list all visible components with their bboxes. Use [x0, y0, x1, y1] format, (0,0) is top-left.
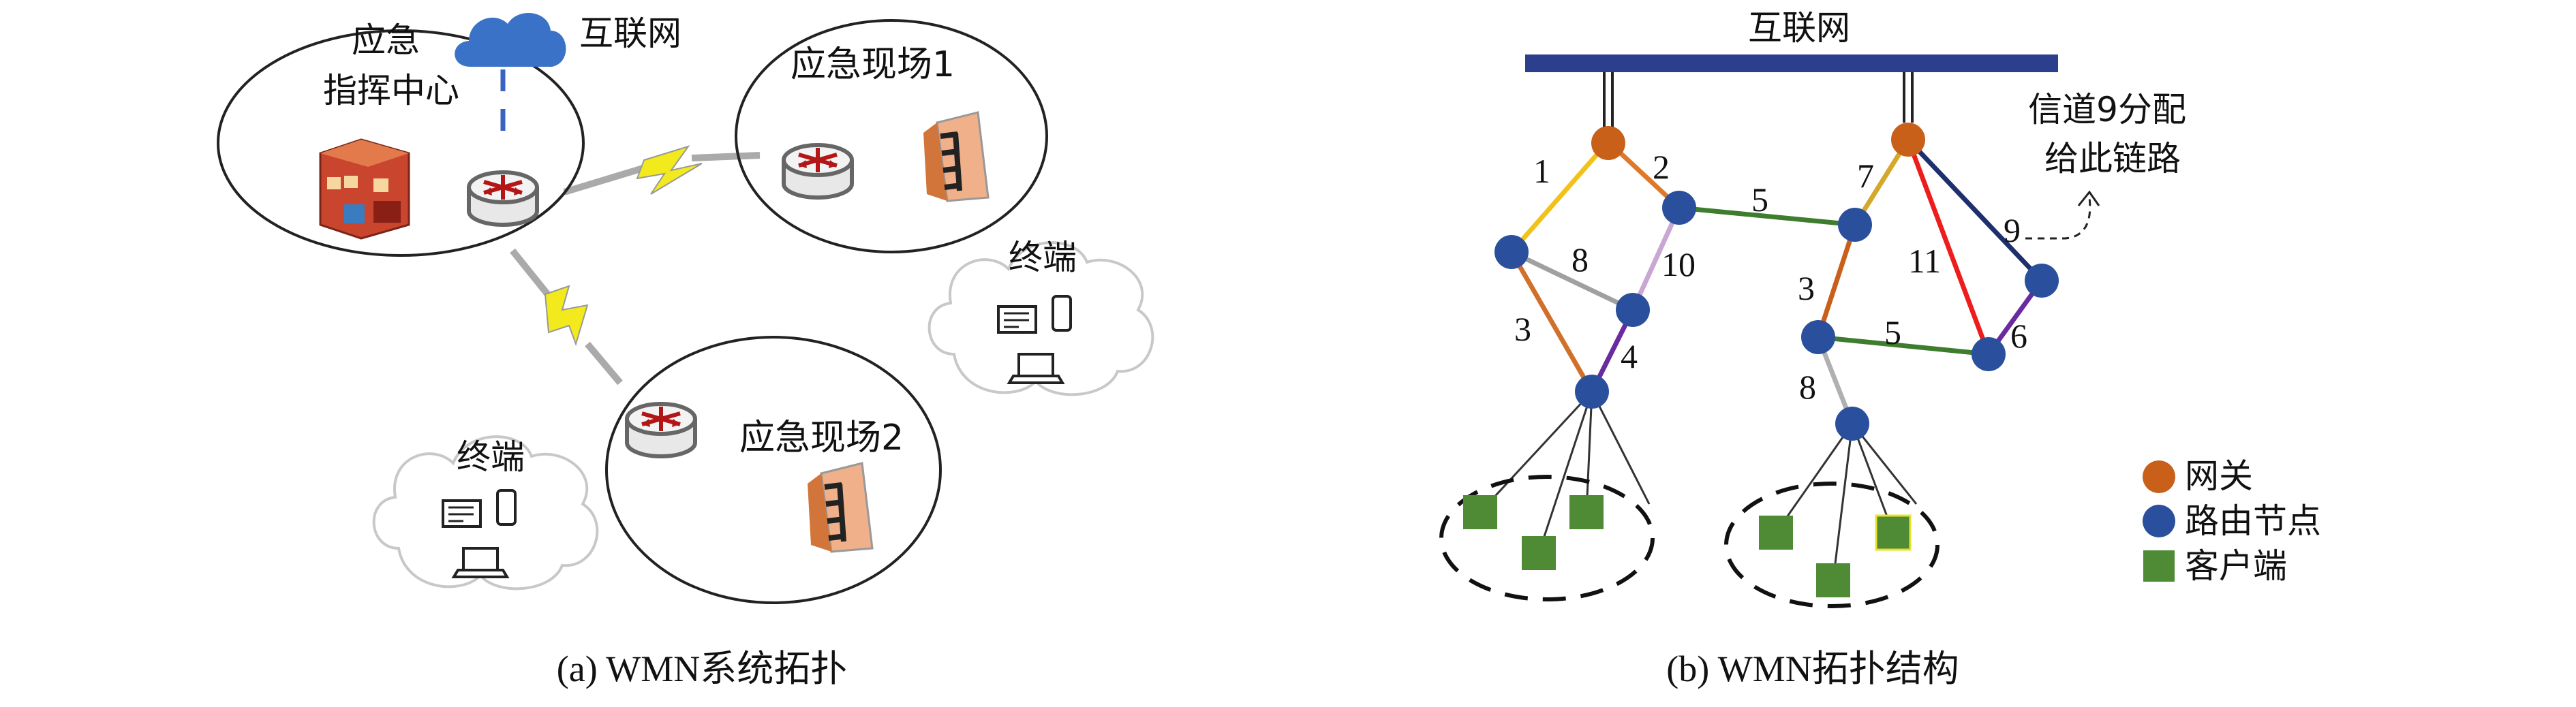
channel-label: 5 — [1751, 180, 1768, 219]
router-node — [1838, 208, 1872, 242]
legend: 网关 路由节点 客户端 — [2143, 456, 2321, 586]
terminals-icon-right — [997, 295, 1072, 384]
internet-label-b: 互联网 — [1748, 8, 1850, 48]
router-node — [1494, 235, 1529, 269]
gateway-node — [1891, 123, 1925, 157]
fire-station-icon — [319, 138, 410, 240]
legend-gateway-label: 网关 — [2185, 456, 2253, 496]
channel-label: 8 — [1571, 240, 1589, 279]
channel-label: 7 — [1857, 157, 1874, 195]
legend-router-label: 路由节点 — [2185, 501, 2321, 541]
internet-bar — [1525, 54, 2058, 72]
terminal-label-right: 终端 — [1009, 238, 1077, 277]
panel-b: 互联网 — [1439, 8, 2321, 689]
command-center-label: 应急 指挥中心 — [323, 20, 459, 110]
channel-label: 1 — [1533, 152, 1550, 190]
client-node — [1875, 514, 1912, 551]
gateway-node — [1591, 126, 1625, 160]
legend-router-icon — [2143, 505, 2175, 537]
router-node — [2025, 264, 2059, 298]
station-icon-site2 — [808, 463, 872, 552]
router-node — [1972, 337, 2006, 371]
internet-cloud-icon — [455, 12, 566, 67]
site2-label: 应急现场2 — [739, 418, 904, 458]
station-icon-site1 — [923, 112, 988, 201]
internet-label-a: 互联网 — [579, 14, 681, 53]
terminal-label-left: 终端 — [457, 437, 525, 477]
channel-label: 8 — [1799, 368, 1816, 406]
channel-label: 9 — [2004, 211, 2021, 249]
panel-a: 应急 指挥中心 互联网 应急现场1 应急现场2 终端 — [217, 12, 1154, 689]
legend-client-icon — [2143, 550, 2175, 582]
channel-label: 2 — [1653, 148, 1670, 186]
router-icon-site2 — [627, 404, 695, 456]
channel-labels: 1 2 5 7 8 10 3 4 11 9 3 5 6 8 — [1514, 148, 2027, 406]
command-center-zone — [217, 29, 585, 257]
channel-label: 5 — [1884, 313, 1901, 351]
client-node — [1522, 536, 1556, 570]
client-node — [1759, 516, 1793, 550]
annotation-arrowhead — [2077, 190, 2100, 206]
channel-annotation: 信道9分配 给此链路 — [2028, 90, 2197, 178]
client-node — [1816, 563, 1850, 597]
terminals-icon-left — [442, 489, 517, 578]
channel-label: 10 — [1661, 245, 1696, 283]
router-node — [1835, 407, 1869, 441]
wireless-link-site1 — [563, 145, 761, 195]
uplink-left — [1603, 72, 1614, 129]
legend-client-label: 客户端 — [2185, 546, 2287, 586]
channel-label: 4 — [1621, 337, 1638, 375]
channel-label: 11 — [1908, 242, 1941, 280]
caption-a: (a) WMN系统拓扑 — [557, 648, 847, 689]
site2-zone — [605, 336, 942, 604]
client-node — [1569, 495, 1604, 529]
router-icon-site1 — [784, 145, 852, 198]
channel-label: 3 — [1514, 310, 1531, 348]
client-node — [1463, 495, 1497, 529]
client-cluster-left — [1439, 475, 1655, 601]
terminal-cloud-right — [927, 241, 1154, 396]
channel-label: 6 — [2010, 317, 2027, 355]
router-node — [1662, 191, 1696, 225]
caption-b: (b) WMN拓扑结构 — [1666, 648, 1959, 689]
router-node — [1801, 320, 1835, 354]
legend-gateway-icon — [2143, 460, 2175, 493]
client-links — [1479, 390, 1918, 581]
site1-label: 应急现场1 — [791, 44, 955, 85]
router-node — [1616, 293, 1650, 327]
channel-label: 3 — [1798, 269, 1815, 307]
annotation-arrow — [2025, 197, 2091, 240]
client-cluster-right — [1724, 482, 1939, 608]
terminal-cloud-left — [372, 435, 599, 591]
site1-zone — [735, 19, 1048, 253]
router-icon-command — [469, 172, 537, 225]
uplink-right — [1903, 72, 1914, 123]
router-node — [1575, 375, 1609, 409]
wireless-link-site2 — [510, 248, 623, 386]
